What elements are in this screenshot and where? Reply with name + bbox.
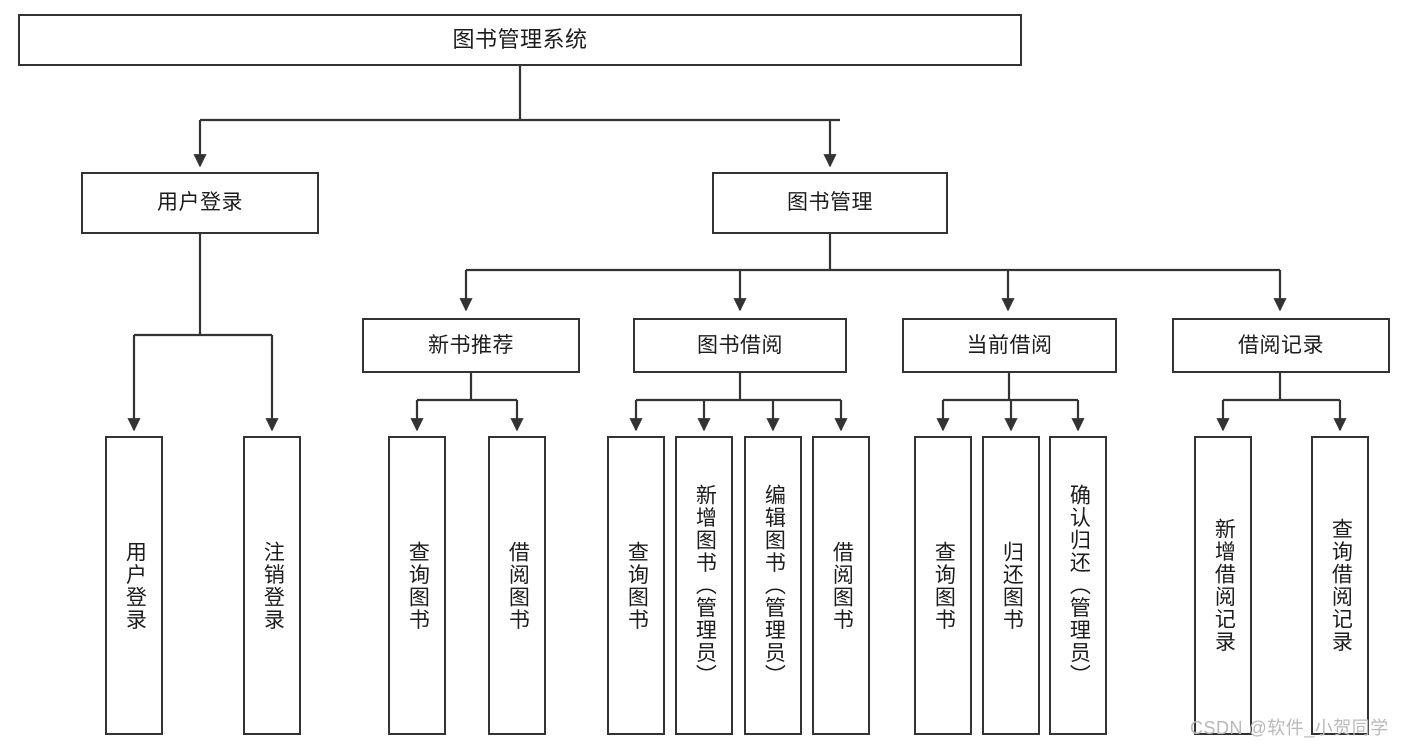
leaf-new-book-borrow[interactable]: 借阅图书 (488, 436, 546, 735)
node-borrow-record[interactable]: 借阅记录 (1172, 318, 1390, 373)
leaf-borrow-query-book-label: 查询图书 (625, 540, 649, 631)
node-book-management[interactable]: 图书管理 (712, 172, 948, 234)
node-user-login[interactable]: 用户登录 (81, 172, 319, 234)
node-root-book-management-system[interactable]: 图书管理系统 (18, 14, 1022, 66)
leaf-borrow-add-book-label: 新增图书（管理员） (693, 484, 717, 687)
leaf-borrow-query-book[interactable]: 查询图书 (607, 436, 665, 735)
leaf-current-confirm-return[interactable]: 确认归还（管理员） (1049, 436, 1107, 735)
leaf-user-login-logout[interactable]: 注销登录 (243, 436, 301, 735)
leaf-current-query-book[interactable]: 查询图书 (914, 436, 972, 735)
leaf-user-login-login-label: 用户登录 (123, 540, 147, 631)
leaf-record-query-label: 查询借阅记录 (1329, 518, 1353, 653)
leaf-borrow-edit-book-label: 编辑图书（管理员） (762, 484, 786, 687)
node-root-label: 图书管理系统 (452, 26, 588, 52)
leaf-current-query-book-label: 查询图书 (932, 540, 956, 631)
leaf-record-add[interactable]: 新增借阅记录 (1194, 436, 1252, 735)
node-book-borrow[interactable]: 图书借阅 (633, 318, 847, 373)
leaf-record-query[interactable]: 查询借阅记录 (1311, 436, 1369, 735)
leaf-borrow-borrow-book-label: 借阅图书 (830, 540, 854, 631)
node-new-book-recommend[interactable]: 新书推荐 (362, 318, 580, 373)
leaf-borrow-borrow-book[interactable]: 借阅图书 (812, 436, 870, 735)
leaf-new-book-borrow-label: 借阅图书 (506, 540, 530, 631)
node-book-management-label: 图书管理 (787, 191, 873, 215)
leaf-borrow-add-book[interactable]: 新增图书（管理员） (675, 436, 733, 735)
leaf-current-return-book-label: 归还图书 (1000, 540, 1024, 631)
watermark-text: CSDN @软件_小贺同学 (1190, 718, 1389, 738)
leaf-user-login-logout-label: 注销登录 (261, 540, 285, 631)
node-book-borrow-label: 图书借阅 (697, 333, 783, 357)
node-current-borrow-label: 当前借阅 (966, 333, 1053, 357)
leaf-user-login-login[interactable]: 用户登录 (105, 436, 163, 735)
leaf-record-add-label: 新增借阅记录 (1212, 518, 1236, 653)
leaf-new-book-query-label: 查询图书 (406, 540, 430, 631)
node-user-login-label: 用户登录 (157, 191, 243, 215)
node-borrow-record-label: 借阅记录 (1238, 333, 1324, 357)
leaf-borrow-edit-book[interactable]: 编辑图书（管理员） (744, 436, 802, 735)
node-new-book-recommend-label: 新书推荐 (428, 333, 514, 357)
node-current-borrow[interactable]: 当前借阅 (902, 318, 1117, 373)
leaf-new-book-query[interactable]: 查询图书 (388, 436, 446, 735)
leaf-current-confirm-return-label: 确认归还（管理员） (1067, 484, 1091, 687)
leaf-current-return-book[interactable]: 归还图书 (982, 436, 1040, 735)
